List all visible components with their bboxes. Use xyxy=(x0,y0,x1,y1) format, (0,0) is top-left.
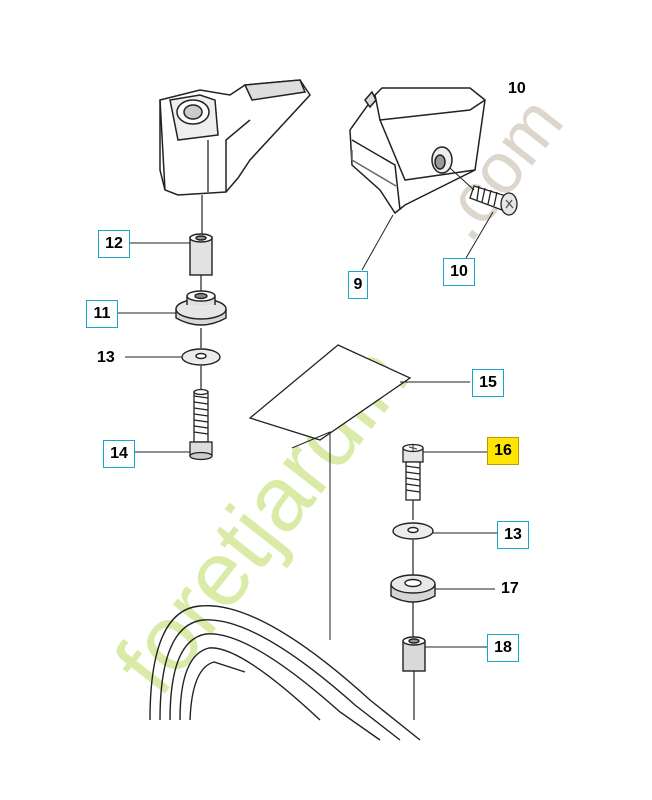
sleeve-12 xyxy=(189,233,213,276)
label-part-15[interactable]: 15 xyxy=(472,369,504,397)
label-part-9[interactable]: 9 xyxy=(348,271,368,299)
label-part-18[interactable]: 18 xyxy=(487,634,519,662)
label-part-17[interactable]: 17 xyxy=(501,580,519,597)
label-part-16[interactable]: 16 xyxy=(487,437,519,465)
spacer-17 xyxy=(390,574,436,603)
label-part-10[interactable]: 10 xyxy=(443,258,475,286)
label-part-12[interactable]: 12 xyxy=(98,230,130,258)
label-part-10-top[interactable]: 10 xyxy=(508,80,526,97)
label-part-13-left[interactable]: 13 xyxy=(97,349,115,366)
sleeve-18 xyxy=(402,636,426,672)
screw-14 xyxy=(189,388,213,461)
leader-10-box xyxy=(465,211,494,259)
label-part-14[interactable]: 14 xyxy=(103,440,135,468)
screw-16 xyxy=(402,443,424,501)
washer-13-left xyxy=(181,348,221,366)
sticker-15 xyxy=(248,344,412,441)
loop-handle xyxy=(149,604,421,741)
washer-13-right xyxy=(392,522,434,540)
leader-10-axis xyxy=(449,167,475,191)
cover-9 xyxy=(349,87,486,215)
leader-9 xyxy=(361,214,394,271)
bushing-11 xyxy=(175,290,227,326)
leader-15-down xyxy=(291,431,331,640)
label-part-13-right[interactable]: 13 xyxy=(497,521,529,549)
screw-10 xyxy=(469,185,518,216)
handle-bracket xyxy=(159,79,311,196)
label-part-11[interactable]: 11 xyxy=(86,300,118,328)
